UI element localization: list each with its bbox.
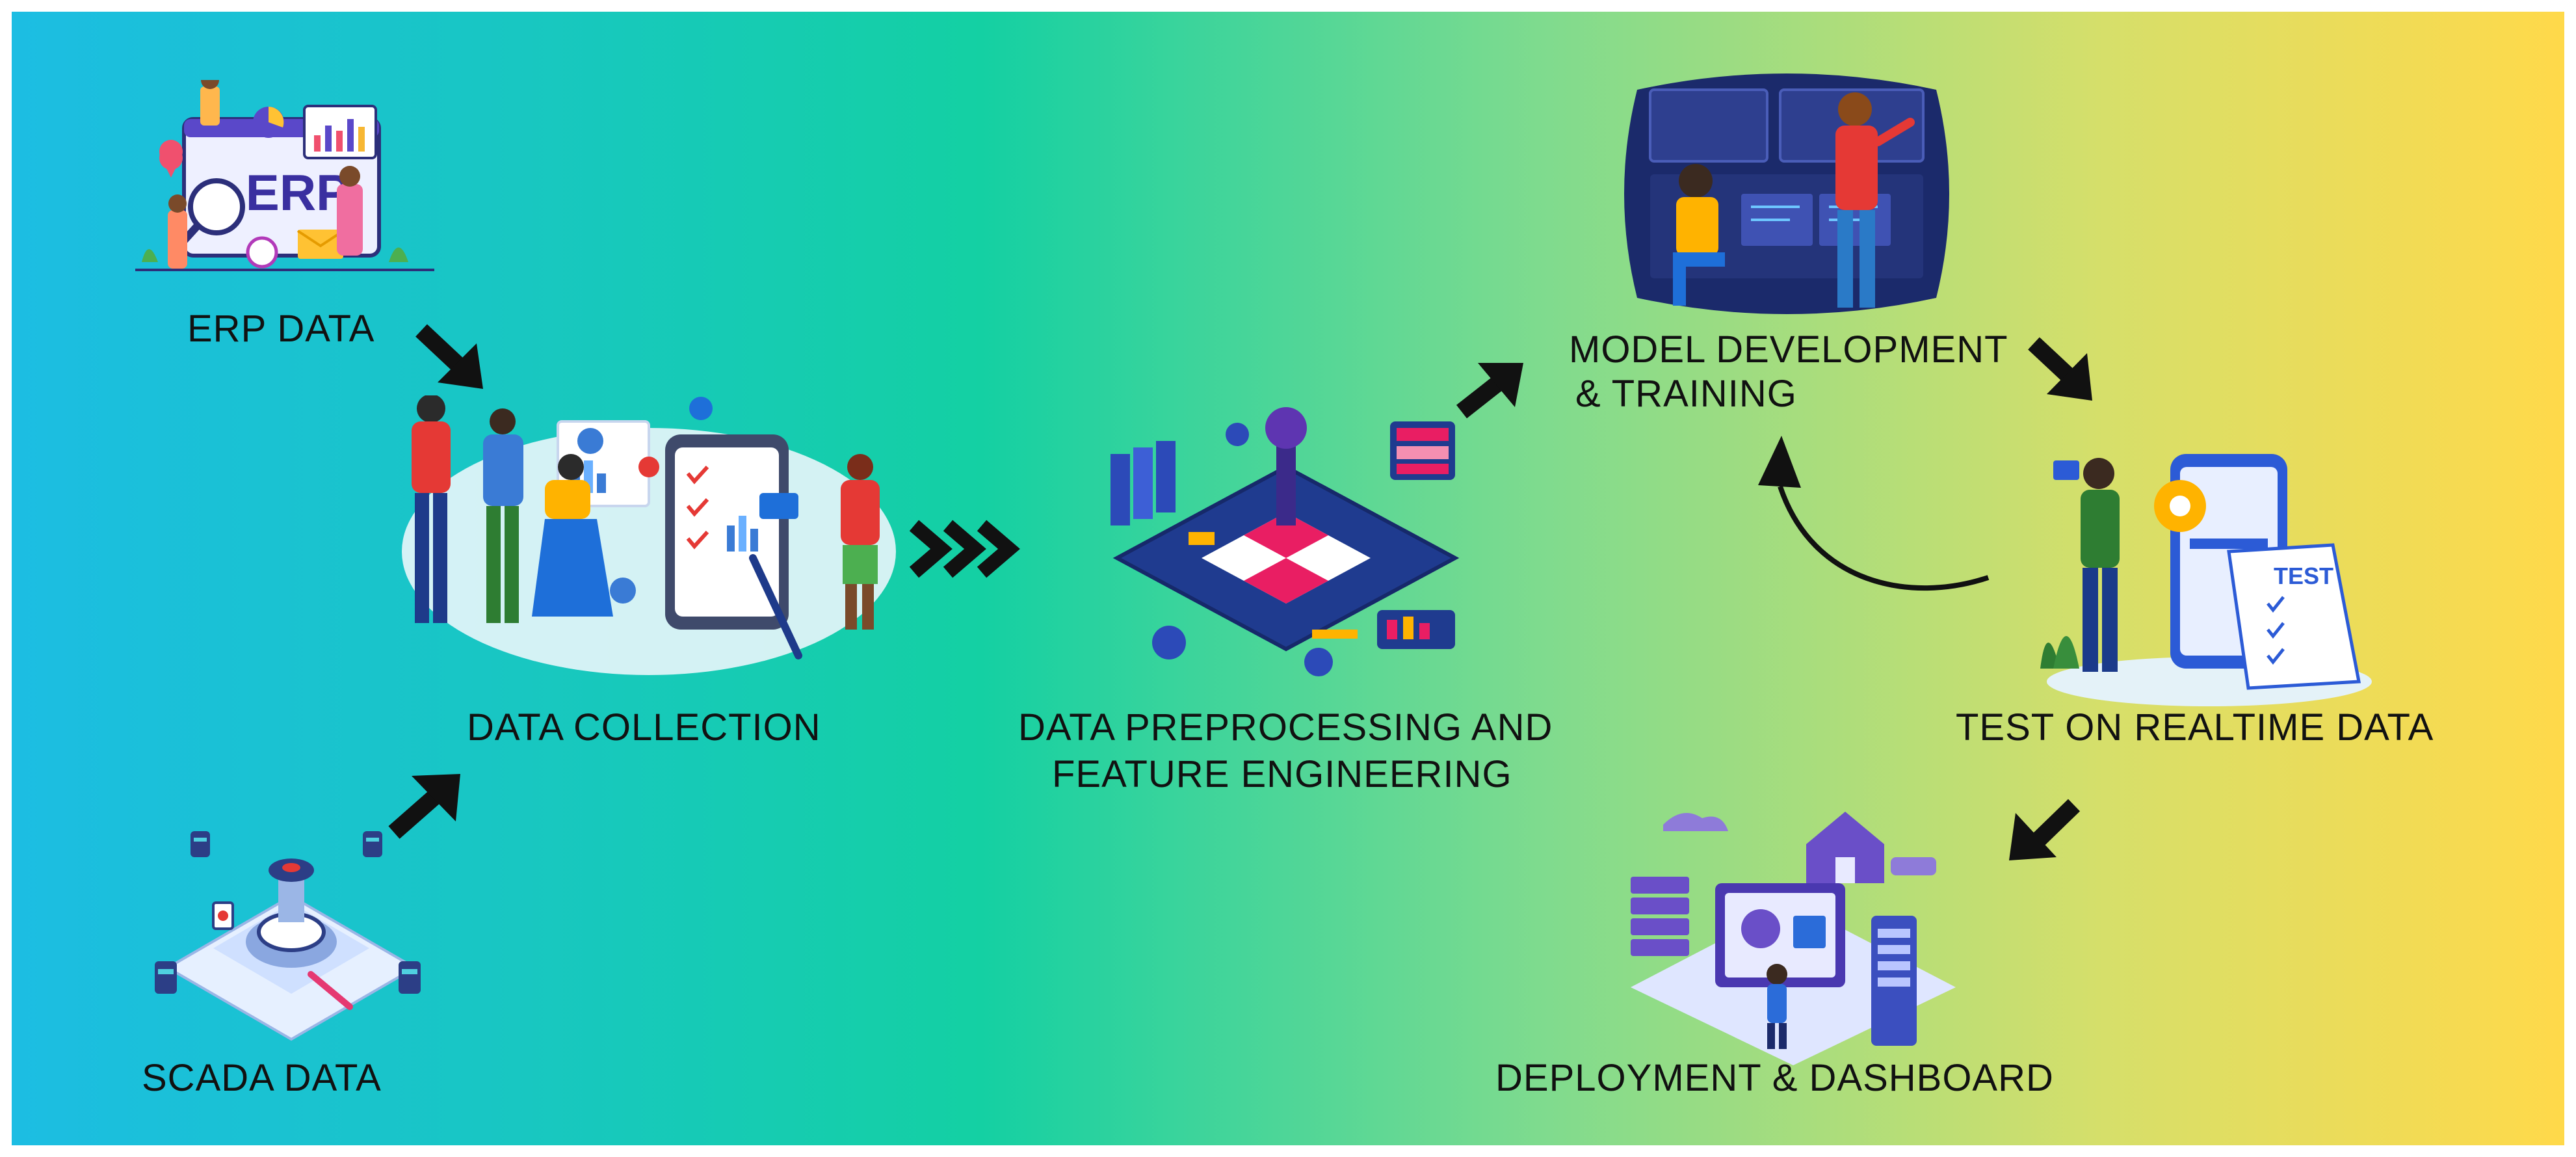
arrow-test-to-deployment	[2009, 799, 2081, 860]
scada-illustration	[155, 831, 421, 1041]
erp-illustration: ERP	[135, 80, 434, 271]
connectors-layer	[388, 324, 2092, 860]
arrow-erp-to-collection	[415, 324, 483, 389]
model-development-illustration	[1624, 73, 1949, 314]
model-development-label-line2: & TRAINING	[1575, 373, 1797, 415]
scada-data-label: SCADA DATA	[142, 1057, 382, 1099]
arrow-scada-to-collection	[388, 774, 460, 839]
preprocessing-label-line2: FEATURE ENGINEERING	[1052, 753, 1512, 795]
erp-data-label: ERP DATA	[187, 308, 375, 350]
test-illustration: TEST	[2040, 454, 2372, 706]
model-development-label-line1: MODEL DEVELOPMENT	[1569, 328, 2008, 371]
diagram-canvas: ERP ERP DATA	[12, 12, 2564, 1145]
deployment-illustration	[1631, 812, 1956, 1065]
data-collection-illustration	[402, 395, 896, 675]
arrow-preprocessing-to-model	[1456, 363, 1523, 419]
erp-badge-text: ERP	[246, 164, 350, 221]
test-badge-text: TEST	[2274, 563, 2333, 589]
arrow-model-to-test	[2028, 337, 2092, 401]
preprocessing-label-line1: DATA PREPROCESSING AND	[1018, 706, 1553, 749]
deployment-label: DEPLOYMENT & DASHBOARD	[1495, 1057, 2054, 1099]
data-collection-label: DATA COLLECTION	[467, 706, 821, 749]
test-label: TEST ON REALTIME DATA	[1956, 706, 2434, 749]
preprocessing-illustration	[1111, 407, 1460, 676]
triple-chevron-collection-to-preprocessing	[909, 520, 1020, 578]
feedback-arrow-test-to-model	[1758, 436, 1990, 591]
